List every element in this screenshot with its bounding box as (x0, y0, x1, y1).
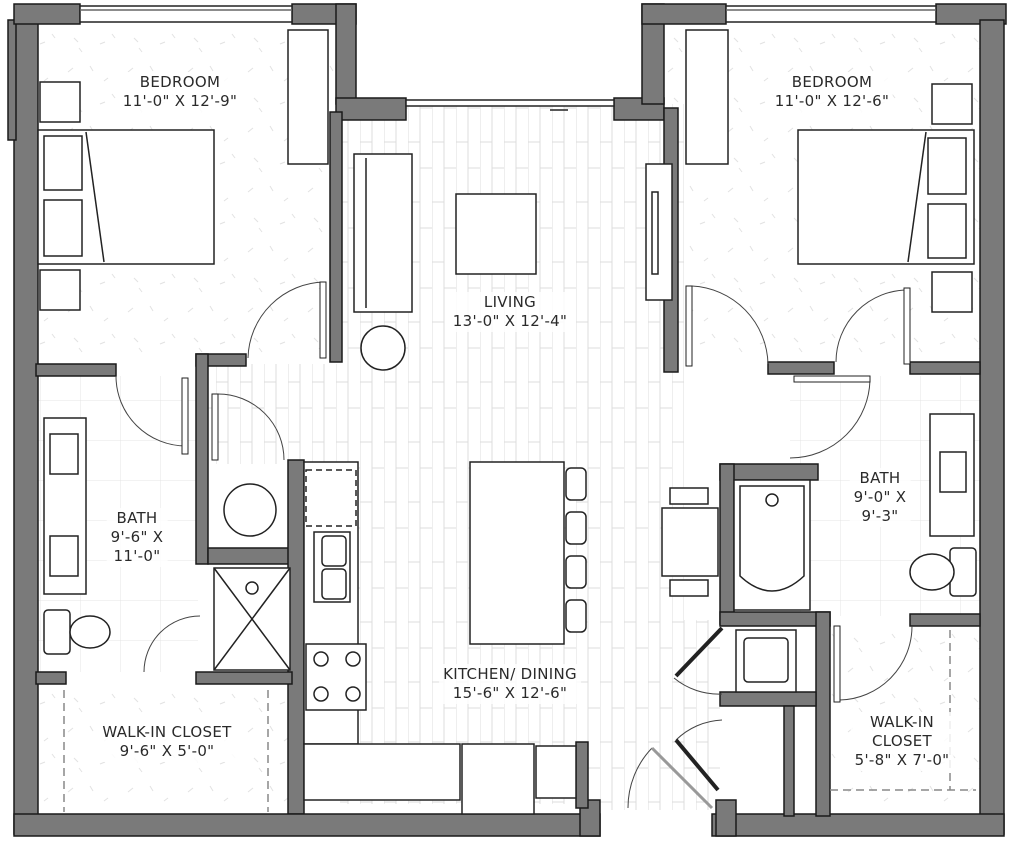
nightstand (39, 81, 81, 123)
pillow (43, 135, 83, 191)
kitchen-island (469, 461, 565, 645)
door-bath-right-from-bedroom (835, 289, 909, 363)
room-name: WALK-IN (869, 713, 935, 731)
door-closet-entry (675, 719, 723, 741)
room-dims: 9'-3" (861, 507, 899, 525)
sofa (353, 153, 413, 313)
stool (565, 467, 587, 501)
pillow (927, 137, 967, 195)
stool (565, 555, 587, 589)
room-dims: 11'-0" X 12'-9" (122, 92, 238, 110)
door-bedroom-right (691, 285, 769, 365)
room-name: KITCHEN/ DINING (443, 665, 577, 683)
room-dims: 9'-6" X 5'-0" (119, 742, 215, 760)
room-name: LIVING (483, 293, 537, 311)
door-hall-closet (217, 393, 285, 461)
toilet-tank (43, 609, 71, 655)
toilet-bowl (909, 553, 955, 591)
door-entry (627, 747, 653, 809)
room-label-bedroom-right: BEDROOM 11'-0" X 12'-6" (770, 72, 894, 112)
room-label-bath-left: BATH 9'-6" X 11'-0" (106, 508, 168, 567)
room-label-living: LIVING 13'-0" X 12'-4" (448, 292, 572, 332)
water-heater (223, 483, 277, 537)
door-closet-left (143, 615, 201, 673)
room-dims: 5'-8" X 7'-0" (854, 751, 950, 769)
walls (7, 3, 1007, 837)
windows (79, 5, 937, 111)
room-dims: 11'-0" (113, 547, 161, 565)
chair (669, 579, 709, 597)
room-dims: 9'-6" X (110, 528, 164, 546)
door-closet-right (839, 625, 913, 701)
room-dims: 11'-0" X 12'-6" (774, 92, 890, 110)
door-bath-left (115, 375, 187, 447)
chair (669, 487, 709, 505)
room-name: BEDROOM (791, 73, 873, 91)
room-label-bath-right: BATH 9'-0" X 9'-3" (849, 468, 911, 527)
nightstand (931, 83, 973, 125)
pillow (927, 203, 967, 259)
dining-table (661, 507, 719, 577)
door-laundry (673, 677, 723, 695)
stool (565, 511, 587, 545)
room-dims: 15'-6" X 12'-6" (452, 684, 568, 702)
dresser-right (685, 29, 729, 165)
window-bedroom-right (725, 5, 937, 23)
stool (565, 599, 587, 633)
room-name: WALK-IN CLOSET (102, 723, 232, 741)
counter-end (535, 745, 577, 799)
doors (115, 281, 913, 810)
coffee-table (455, 193, 537, 275)
nightstand (931, 271, 973, 313)
room-name-line2: CLOSET (871, 732, 933, 750)
room-label-closet-right: WALK-IN CLOSET 5'-8" X 7'-0" (850, 712, 954, 771)
fixtures (37, 29, 977, 815)
basin (49, 433, 79, 475)
room-dims: 9'-0" X (853, 488, 907, 506)
sliding-door-living (405, 99, 615, 107)
room-label-closet-left: WALK-IN CLOSET 9'-6" X 5'-0" (98, 722, 236, 762)
room-name: BATH (859, 469, 901, 487)
hall-floor (208, 364, 348, 464)
tv (651, 191, 659, 275)
room-name: BEDROOM (139, 73, 221, 91)
counter-bottom (303, 743, 461, 801)
basin (939, 451, 967, 493)
side-table (360, 325, 406, 371)
tv-console (645, 163, 673, 301)
pillow (43, 199, 83, 257)
fridge (305, 469, 357, 527)
window-bedroom-left (79, 5, 293, 23)
door-bedroom-left (247, 281, 325, 359)
room-name: BATH (116, 509, 158, 527)
dresser-left (287, 29, 329, 165)
room-dims: 13'-0" X 12'-4" (452, 312, 568, 330)
basin (49, 535, 79, 577)
room-label-kitchen-dining: KITCHEN/ DINING 15'-6" X 12'-6" (439, 664, 581, 704)
nightstand (39, 269, 81, 311)
door-bath-right (789, 377, 871, 459)
toilet-bowl (69, 615, 111, 649)
room-label-bedroom-left: BEDROOM 11'-0" X 12'-9" (118, 72, 242, 112)
dishwasher (461, 743, 535, 815)
